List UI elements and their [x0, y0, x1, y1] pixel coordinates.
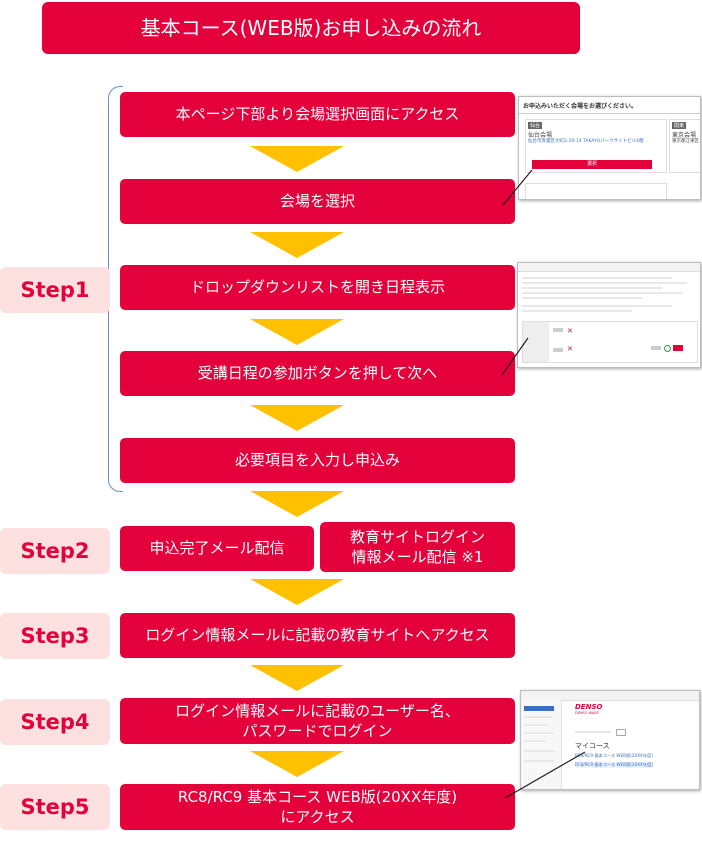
page-title: 基本コース(WEB版)お申し込みの流れ [42, 2, 580, 54]
step1-box-apply: 必要項目を入力し申込み [120, 438, 515, 483]
callout-line-venue [502, 169, 533, 206]
venue-card2-name: 東京会場 [672, 132, 697, 139]
callout-line-portal [504, 751, 586, 799]
step2-label: Step2 [0, 528, 110, 574]
course-link-2[interactable]: RC8/RC9 基本コース WEB版(20XX年度) [575, 762, 653, 768]
step1-label: Step1 [0, 267, 110, 313]
down-arrow-icon [250, 319, 344, 345]
my-course-heading: マイコース [575, 742, 610, 750]
step2-box-complete-mail: 申込完了メール配信 [120, 526, 314, 571]
callout-line-schedule [501, 337, 529, 376]
step2-box-login-mail-line2: 情報メール配信 ※1 [351, 548, 484, 566]
schedule-dropdown-thumbnail: ✕ ✕ [517, 262, 701, 368]
down-arrow-icon [250, 751, 344, 777]
step2-box-login-mail: 教育サイトログイン 情報メール配信 ※1 [320, 522, 515, 572]
venue-card2-tag: 関東 [672, 122, 687, 129]
down-arrow-icon [250, 146, 344, 172]
course-link-1[interactable]: RC8/RC9 基本コース WEB版(20XX年度) [575, 753, 653, 758]
venue-select-button[interactable]: 選択 [532, 160, 652, 169]
portal-thumbnail: DENSO DENSO WAVE マイコース RC8/RC9 基本コース WEB… [520, 690, 700, 790]
step5-box-line1: RC8/RC9 基本コース WEB版(20XX年度) [177, 787, 458, 806]
down-arrow-icon [250, 491, 344, 517]
venue-card1-name: 仙台会場 [528, 132, 553, 139]
step1-box-dropdown: ドロップダウンリストを開き日程表示 [120, 265, 515, 310]
step3-label: Step3 [0, 613, 110, 659]
venue-card1-address: 仙台市青葉区大町2-10-14 TAKAYUパークサイドビル4階 [528, 139, 644, 144]
venue-card2-address: 東京都江東区 [672, 139, 699, 144]
down-arrow-icon [250, 579, 344, 605]
venue-card1-tag: 仙台 [528, 122, 543, 129]
step1-box-join-button: 受講日程の参加ボタンを押して次へ [120, 351, 515, 396]
step4-label: Step4 [0, 699, 110, 745]
step2-box-login-mail-line1: 教育サイトログイン [349, 527, 485, 546]
step5-label: Step5 [0, 784, 110, 830]
step4-box-line2: パスワードでログイン [242, 722, 393, 740]
step1-box-select-venue: 会場を選択 [120, 179, 515, 224]
step5-box-line2: にアクセス [280, 808, 355, 826]
down-arrow-icon [250, 405, 344, 431]
venue-header: お申込みいただく会場をお選びください。 [523, 103, 638, 110]
step5-box: RC8/RC9 基本コース WEB版(20XX年度) にアクセス [120, 784, 515, 830]
down-arrow-icon [250, 665, 344, 691]
step3-box: ログイン情報メールに記載の教育サイトへアクセス [120, 613, 515, 658]
denso-logo: DENSO [575, 703, 603, 711]
venue-selection-thumbnail: お申込みいただく会場をお選びください。 仙台 仙台会場 仙台市青葉区大町2-10… [518, 96, 701, 200]
step1-box-access: 本ページ下部より会場選択画面にアクセス [120, 92, 515, 137]
step4-box-line1: ログイン情報メールに記載のユーザー名、 [175, 701, 460, 720]
denso-wave-logo: DENSO WAVE [575, 711, 599, 715]
down-arrow-icon [250, 232, 344, 258]
step4-box: ログイン情報メールに記載のユーザー名、 パスワードでログイン [120, 698, 515, 744]
